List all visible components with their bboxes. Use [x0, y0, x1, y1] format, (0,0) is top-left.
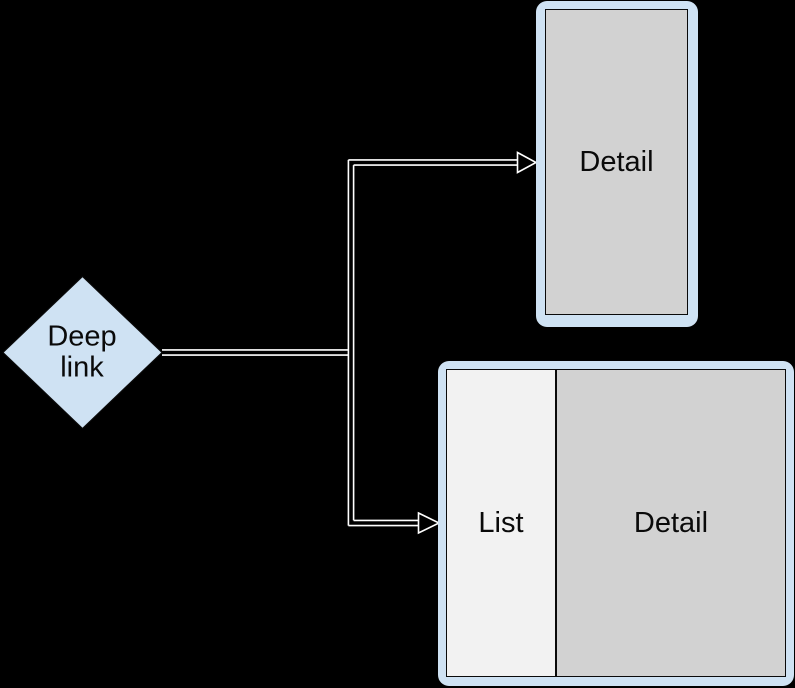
- connector-branch-top: [348, 159, 518, 166]
- connector-trunk: [162, 349, 349, 356]
- arrowhead-top: [516, 151, 538, 174]
- landscape-device-screen: List Detail: [446, 369, 786, 677]
- portrait-device-screen: Detail: [545, 9, 688, 315]
- portrait-device-frame: Detail: [536, 1, 698, 327]
- arrowhead-bottom: [417, 511, 441, 535]
- portrait-detail-label: Detail: [579, 145, 654, 178]
- connector-branch-bottom: [348, 519, 419, 527]
- landscape-device-frame: List Detail: [438, 361, 794, 686]
- landscape-list-pane: List: [447, 370, 557, 676]
- landscape-detail-label: Detail: [633, 506, 709, 539]
- deep-link-label: Deep link: [47, 320, 117, 383]
- portrait-detail-pane: Detail: [546, 10, 687, 314]
- landscape-detail-pane: Detail: [557, 370, 785, 676]
- deep-link-diamond: [2, 275, 163, 430]
- landscape-list-label: List: [478, 506, 524, 539]
